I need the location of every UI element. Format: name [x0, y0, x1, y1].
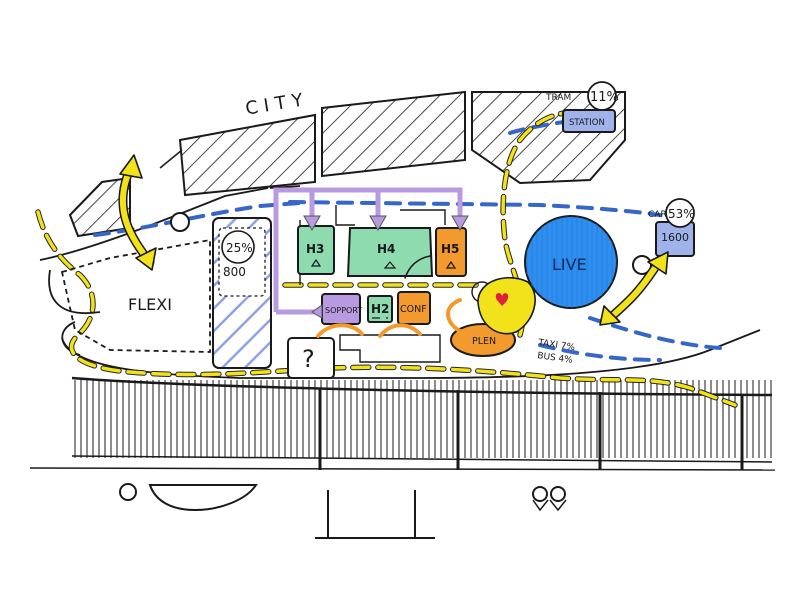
support-label: SOPPORT	[325, 306, 362, 315]
undefined-block	[287, 337, 335, 379]
parking-block	[170, 212, 272, 369]
parking-count-label: 800	[223, 265, 246, 279]
car-label: CAR	[648, 210, 667, 220]
tram-station	[562, 81, 617, 133]
hall-h3	[297, 225, 335, 275]
tram-share-label: 11%	[590, 90, 619, 105]
live-label: LIVE	[552, 255, 587, 274]
hall-markers	[310, 258, 457, 319]
hall-h5	[435, 227, 467, 277]
flow-arrows	[316, 255, 464, 338]
parking-share-circle	[221, 230, 255, 264]
conf-label: CONF	[400, 304, 427, 315]
plen-label: PLEN	[472, 336, 496, 347]
station-label: STATION	[569, 118, 605, 128]
public-plaza	[477, 277, 536, 335]
parking-share-label: 25%	[226, 241, 253, 255]
access-arrows	[118, 154, 669, 326]
foreground-objects	[119, 483, 567, 539]
tram-label: TRAM	[545, 93, 571, 103]
city-blocks	[68, 90, 626, 238]
h2-label: H2	[371, 302, 389, 316]
live-zone	[524, 215, 618, 309]
conference-block	[397, 291, 431, 325]
pier-structure	[29, 376, 776, 471]
hall-entry-arrows	[303, 215, 469, 319]
question-label: ?	[302, 345, 315, 373]
hall-h4	[346, 227, 434, 277]
bus-label: BUS 4%	[537, 351, 574, 366]
pedestrian-routes	[93, 118, 722, 362]
city-label: CITY	[244, 89, 310, 120]
car-park-icon	[632, 198, 695, 275]
flexi-label: FLEXI	[128, 295, 172, 314]
h5-label: H5	[441, 242, 459, 256]
flexi-zone	[60, 238, 211, 353]
h3-label: H3	[306, 242, 324, 256]
car-count-label: 1600	[661, 231, 689, 244]
hall-h2	[367, 295, 393, 323]
car-share-label: 53%	[668, 207, 695, 221]
h4-label: H4	[377, 242, 395, 256]
